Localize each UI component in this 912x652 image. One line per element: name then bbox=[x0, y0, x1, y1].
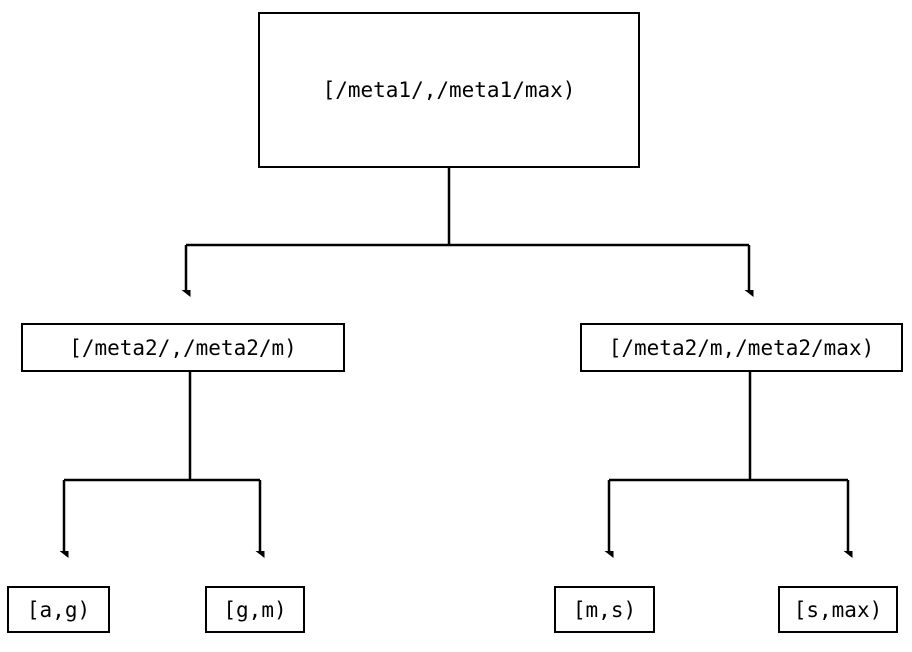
tree-node-leaf-s-max[interactable]: [s,max) bbox=[778, 586, 898, 633]
tree-node-leaf-m-s[interactable]: [m,s) bbox=[554, 586, 655, 633]
edge-meta2low-to-leaves bbox=[64, 372, 260, 551]
tree-node-meta2-low-label: [/meta2/,/meta2/m) bbox=[69, 335, 297, 360]
tree-node-leaf-g-m[interactable]: [g,m) bbox=[205, 586, 305, 633]
tree-node-root-label: [/meta1/,/meta1/max) bbox=[322, 78, 576, 102]
tree-node-meta2-low[interactable]: [/meta2/,/meta2/m) bbox=[21, 323, 345, 372]
tree-node-leaf-s-max-label: [s,max) bbox=[793, 597, 883, 622]
tree-node-leaf-a-g[interactable]: [a,g) bbox=[7, 586, 110, 633]
tree-node-leaf-m-s-label: [m,s) bbox=[572, 597, 637, 622]
edge-root-to-level2 bbox=[186, 168, 749, 290]
tree-node-meta2-high-label: [/meta2/m,/meta2/max) bbox=[608, 335, 875, 360]
edge-meta2high-to-leaves bbox=[609, 372, 848, 551]
tree-node-root[interactable]: [/meta1/,/meta1/max) bbox=[258, 12, 640, 168]
tree-node-leaf-a-g-label: [a,g) bbox=[26, 597, 91, 622]
tree-node-meta2-high[interactable]: [/meta2/m,/meta2/max) bbox=[580, 323, 903, 372]
tree-node-leaf-g-m-label: [g,m) bbox=[223, 597, 287, 622]
